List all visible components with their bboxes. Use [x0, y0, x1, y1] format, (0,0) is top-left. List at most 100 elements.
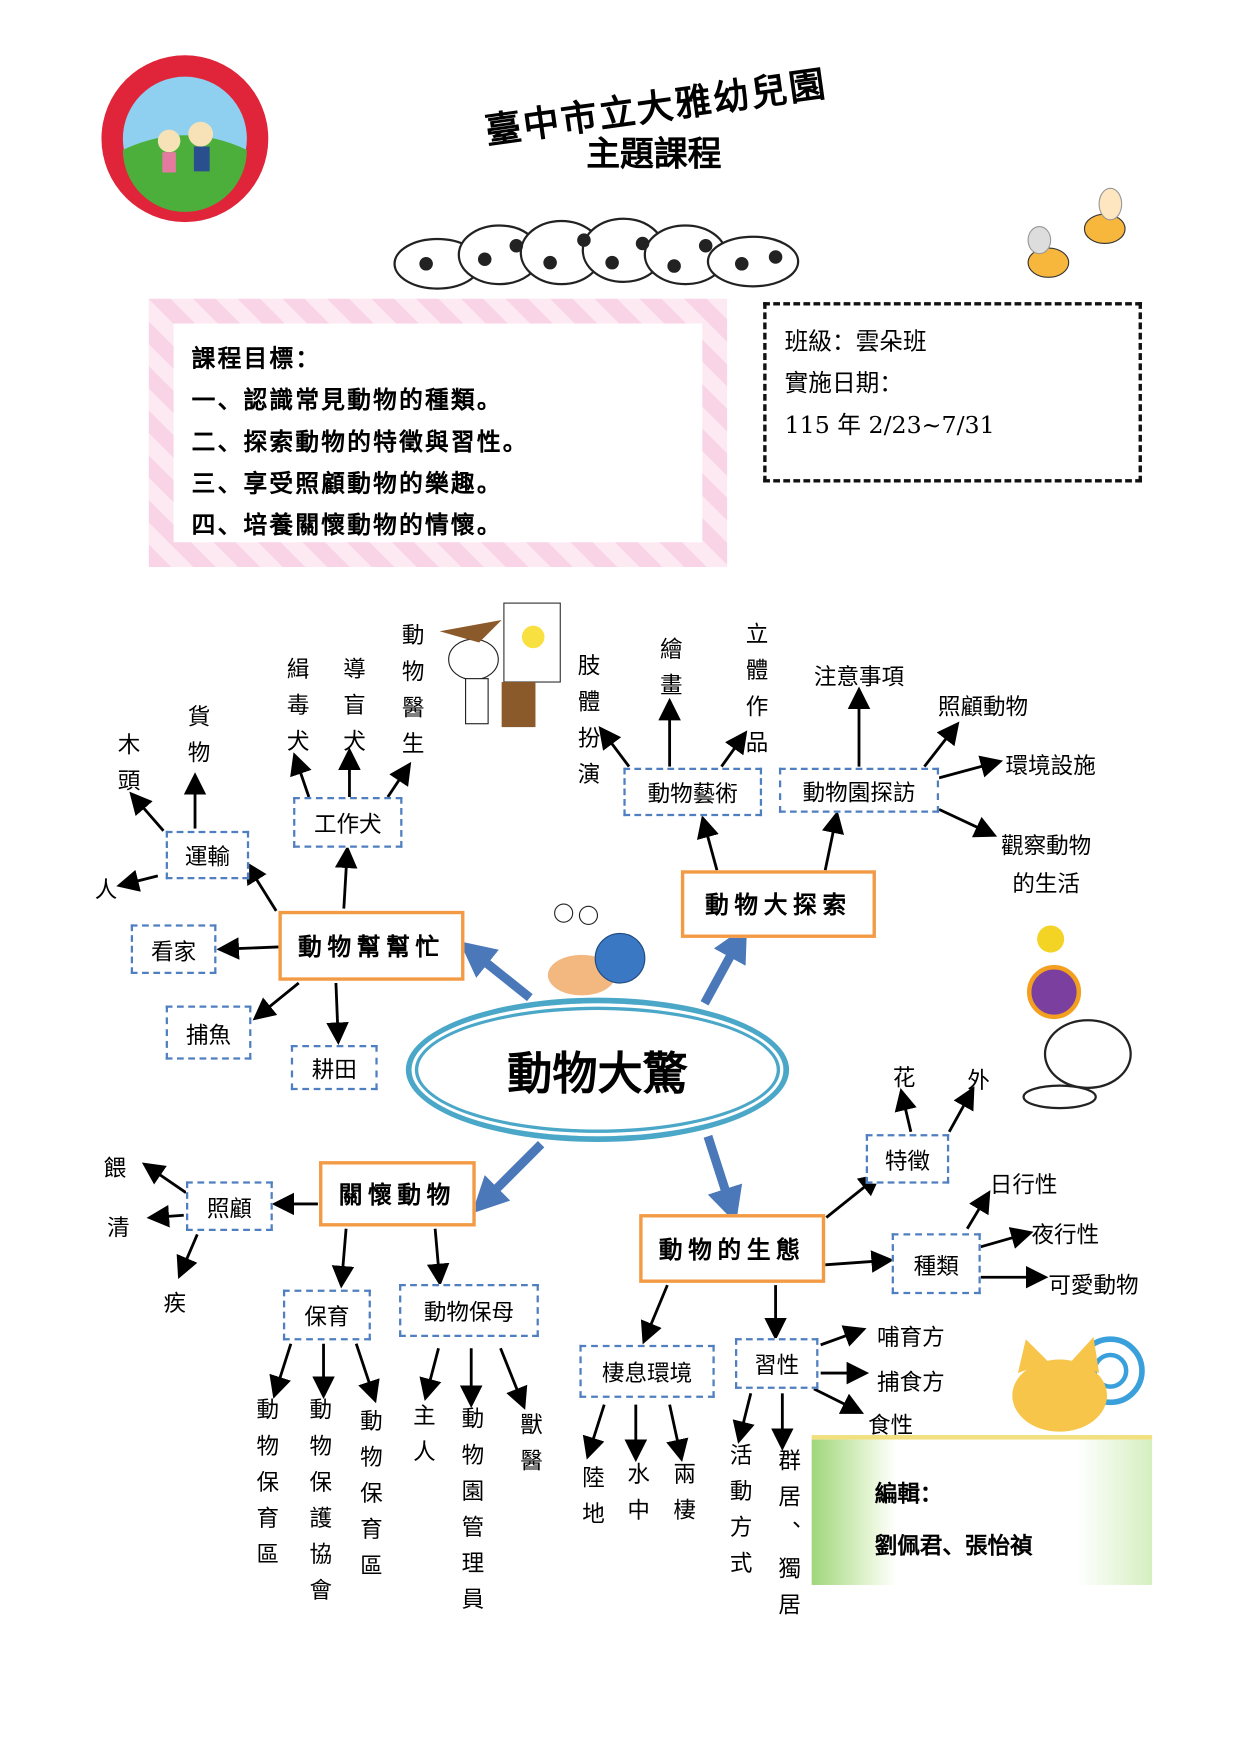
leaf-clean: 清 [107, 1214, 130, 1242]
leaf-body-play: 肢體扮演 [573, 653, 601, 799]
leaf-nocturnal: 夜行性 [1031, 1220, 1100, 1248]
main-branch-arrow [471, 1141, 545, 1214]
snail-illustration [547, 903, 646, 996]
subtopic-fishing: 捕魚 [165, 1005, 252, 1060]
pandas-illustration [393, 217, 800, 290]
leaf-3d-work: 立體作品 [741, 622, 769, 767]
snoopy-woodstock-illustration [1022, 925, 1132, 1110]
branch-arrow [386, 761, 412, 798]
leaf-breeding: 哺育方 [877, 1323, 945, 1351]
subtopic-features: 特徵 [865, 1134, 950, 1184]
leaf-drug-dog: 緝毒犬 [282, 657, 311, 766]
leaf-feed: 餵 [103, 1154, 127, 1182]
goals-heading: 課程目標： [191, 343, 322, 373]
leaf-cute: 可愛動物 [1048, 1271, 1139, 1299]
central-topic: 動物大驚 [405, 997, 790, 1142]
central-topic-label: 動物大驚 [507, 1048, 688, 1101]
branch-arrow [821, 810, 845, 871]
editor-names: 劉佩君、張怡禎 [874, 1532, 1033, 1560]
leaf-flower: 花 [892, 1064, 916, 1092]
branch-arrow [966, 1190, 991, 1230]
leaf-conservation-area-2: 動物保育區 [356, 1409, 384, 1590]
goal-item: 四、培養關懷動物的情懷。 [191, 510, 503, 539]
leaf-amphibian: 兩棲 [669, 1462, 697, 1535]
branch-arrow [269, 1343, 293, 1399]
editor-panel: 編輯： 劉佩君、張怡禎 [811, 1435, 1153, 1585]
leaf-land: 陸地 [578, 1465, 606, 1538]
branch-arrow [426, 1228, 450, 1287]
subtopic-types: 種類 [891, 1233, 981, 1295]
subtopic-guard: 看家 [130, 924, 217, 974]
branch-arrow [146, 1205, 184, 1228]
branch-arrow [938, 808, 998, 838]
main-branch-arrow [703, 1134, 743, 1224]
leaf-outer: 外 [967, 1066, 990, 1094]
leaf-water: 水中 [623, 1462, 651, 1535]
class-info-panel: 班級：雲朵班 實施日期： 115 年 2/23~7/31 [763, 302, 1142, 483]
leaf-zookeeper: 動物園管理員 [457, 1406, 485, 1624]
bees-illustration [1027, 187, 1126, 278]
branch-arrow [980, 1227, 1034, 1249]
school-title: 臺中市立大雅幼兒園 主題課程 [473, 62, 845, 180]
goal-item: 一、認識常見動物的種類。 [191, 385, 503, 414]
branch-arrow [176, 1233, 199, 1280]
goal-item: 二、探索動物的特徵與習性。 [191, 427, 529, 456]
leaf-protection-assoc: 動物保護協會 [305, 1397, 333, 1615]
branch-arrow [216, 937, 279, 960]
leaf-wood: 木頭 [113, 732, 141, 805]
school-logo [101, 55, 269, 223]
leaf-observe-2: 的生活 [1012, 870, 1080, 898]
class-label: 班級：雲朵班 [784, 328, 927, 356]
branch-arrow [825, 1250, 894, 1273]
leaf-drawing: 繪畫 [656, 636, 684, 710]
leaf-notes: 注意事項 [813, 662, 905, 690]
subtopic-transport: 運輸 [165, 830, 250, 880]
branch-arrow [141, 1162, 187, 1194]
subtopic-farming: 耕田 [290, 1045, 378, 1091]
branch-arrow [640, 1284, 669, 1345]
subtopic-conservation: 保育 [282, 1289, 371, 1341]
leaf-guide-dog: 導盲犬 [339, 657, 367, 766]
branch-arrow [290, 752, 312, 798]
branch-arrow [499, 1347, 528, 1410]
branch-arrow [938, 755, 1004, 780]
topic-animal-ecology: 動物的生態 [639, 1214, 826, 1283]
main-branch-arrow [459, 941, 533, 1002]
subtopic-nanny: 動物保母 [399, 1283, 539, 1337]
leaf-diurnal: 日行性 [989, 1171, 1058, 1199]
date-value: 115 年 2/23~7/31 [784, 411, 995, 439]
branch-arrow [894, 1087, 917, 1133]
cat-sun-illustration [1012, 1336, 1145, 1432]
date-label: 實施日期： [784, 369, 903, 397]
leaf-veterinarian: 獸醫 [516, 1412, 544, 1485]
leaf-conservation-area: 動物保育區 [252, 1397, 280, 1579]
subtopic-look-after: 照顧 [186, 1181, 273, 1232]
leaf-disease: 疾 [163, 1289, 187, 1317]
branch-arrow [326, 982, 349, 1046]
branch-arrow [732, 1393, 755, 1444]
branch-arrow [252, 981, 300, 1021]
leaf-people: 人 [94, 875, 118, 903]
leaf-owner: 主人 [409, 1403, 437, 1476]
branch-arrow [334, 845, 358, 909]
branch-arrow [331, 1228, 355, 1289]
leaf-movement: 活動方式 [725, 1442, 754, 1588]
topic-animal-care: 關懷動物 [319, 1161, 476, 1227]
branch-arrow [947, 1086, 975, 1133]
leaf-hunting: 捕食方 [877, 1368, 945, 1396]
leaf-observe-1: 觀察動物 [1001, 831, 1092, 860]
branch-arrow [245, 860, 278, 912]
subtopic-habitat: 棲息環境 [579, 1344, 715, 1398]
goal-item: 三、享受照顧動物的樂趣。 [191, 468, 503, 498]
snoopy-painting-illustration [439, 602, 561, 728]
branch-arrow [129, 791, 165, 832]
subtopic-art: 動物藝術 [623, 767, 763, 817]
topic-animal-explore: 動物大探索 [680, 870, 876, 938]
leaf-care-animals: 照顧動物 [937, 693, 1029, 721]
branch-arrow [354, 1343, 380, 1404]
branch-arrow [419, 1347, 442, 1402]
branch-arrow [116, 869, 159, 892]
leaf-facilities: 環境設施 [1005, 751, 1096, 779]
leaf-vet: 動物醫生 [397, 623, 425, 768]
